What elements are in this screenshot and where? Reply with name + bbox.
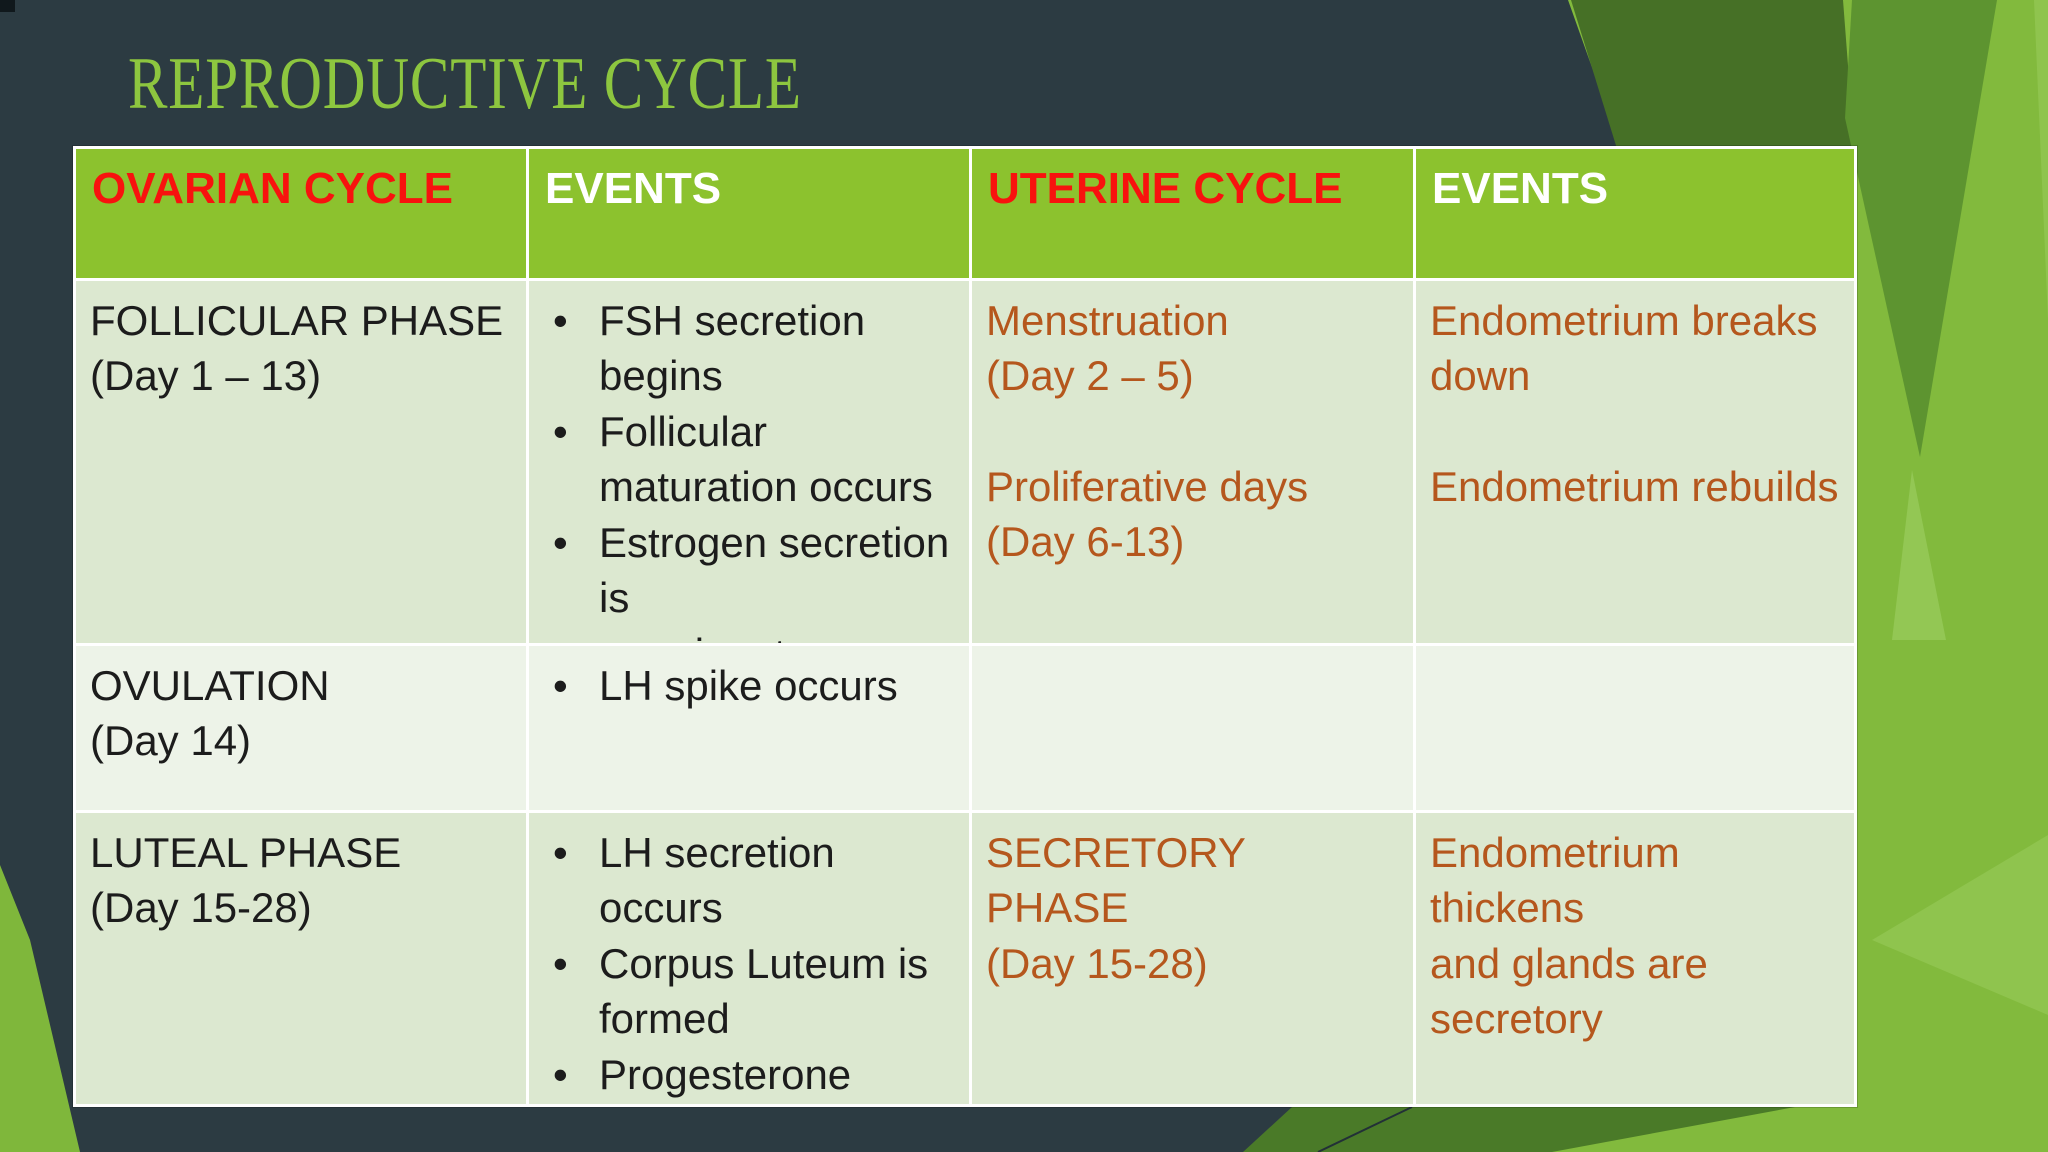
cell-uterine-events-empty bbox=[1416, 646, 1854, 810]
facet-dark-band-bottom bbox=[1243, 1107, 1795, 1152]
cell-follicular-events: FSH secretion beginsFollicularmaturation… bbox=[529, 281, 969, 643]
facet-medium-wedge bbox=[1845, 0, 1997, 457]
corner-dark-square bbox=[0, 0, 15, 12]
cell-luteal-events: LH secretion occursCorpus Luteum isforme… bbox=[529, 813, 969, 1104]
facet-light-sliver bbox=[2034, 0, 2048, 320]
cell-ovulation-phase: OVULATION(Day 14) bbox=[76, 646, 526, 810]
column-header-ovarian-cycle: OVARIAN CYCLE bbox=[76, 149, 526, 278]
column-header-uterine-cycle: UTERINE CYCLE bbox=[972, 149, 1413, 278]
cell-menstruation: Menstruation(Day 2 – 5)Proliferative day… bbox=[972, 281, 1413, 643]
reproductive-cycle-table: OVARIAN CYCLE EVENTS UTERINE CYCLE EVENT… bbox=[73, 146, 1857, 1107]
facet-dark-top bbox=[1571, 0, 1856, 170]
cell-secretory-phase: SECRETORY PHASE(Day 15-28) bbox=[972, 813, 1413, 1104]
column-header-events-1: EVENTS bbox=[529, 149, 969, 278]
facet-light-lower bbox=[1872, 835, 2048, 1015]
cell-ovulation-events: LH spike occurs bbox=[529, 646, 969, 810]
facet-bottom-left bbox=[0, 865, 80, 1152]
cell-follicular-phase: FOLLICULAR PHASE(Day 1 – 13) bbox=[76, 281, 526, 643]
cell-luteal-phase: LUTEAL PHASE(Day 15-28) bbox=[76, 813, 526, 1104]
column-header-events-2: EVENTS bbox=[1416, 149, 1854, 278]
facet-light-small bbox=[1892, 470, 1946, 640]
page-title: REPRODUCTIVE CYCLE bbox=[128, 43, 802, 125]
facet-crease-line bbox=[1317, 1106, 1413, 1152]
cell-uterine-empty bbox=[972, 646, 1413, 810]
